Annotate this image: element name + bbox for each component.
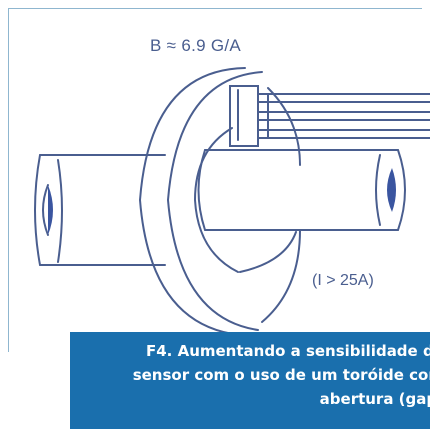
caption-line-2: sensor com o uso de um toróide com [132, 366, 430, 384]
magnetic-field-formula: B ≈ 6.9 G/A [150, 36, 242, 55]
diagram-frame [8, 8, 422, 352]
caption-line-1: F4. Aumentando a sensibilidade do [145, 342, 430, 360]
conductor-left [34, 154, 166, 266]
conductor-right [197, 149, 406, 231]
figure-caption: F4. Aumentando a sensibilidade do sensor… [70, 332, 430, 429]
hall-sensor [229, 85, 430, 147]
toroid-core [138, 67, 301, 336]
current-condition-label: (I > 25A) [312, 272, 374, 289]
caption-line-3: abertura (gap) [319, 390, 430, 408]
